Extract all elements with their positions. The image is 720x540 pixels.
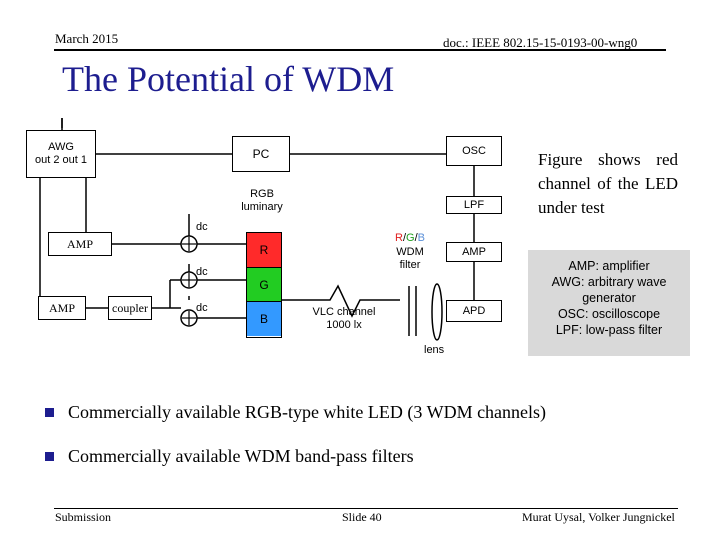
- filter-r: R: [395, 232, 403, 244]
- figure-caption: Figure shows red channel of the LED unde…: [538, 150, 678, 217]
- led-green: G: [247, 268, 281, 302]
- legend-box: AMP: amplifier AWG: arbitrary wave gener…: [528, 250, 690, 356]
- led-red: R: [247, 233, 281, 268]
- filter-slash-1: /: [402, 232, 407, 244]
- rgb-luminary-label: RGB luminary: [241, 188, 283, 213]
- header-rule: [54, 49, 666, 51]
- lens-shape: [431, 283, 443, 341]
- wdm-filter-color-label: R/G/B: [386, 232, 434, 245]
- bullet-item-1: Commercially available RGB-type white LE…: [45, 402, 546, 423]
- footer-submission: Submission: [55, 510, 112, 524]
- osc-box: OSC: [446, 136, 502, 166]
- apd-box: APD: [446, 300, 502, 322]
- page-title: The Potential of WDM: [62, 59, 395, 99]
- wdm-filter-label: WDM filter: [396, 246, 424, 271]
- led-blue-label: B: [259, 312, 268, 326]
- footer-slide-number: Slide 40: [342, 510, 382, 524]
- filter-g: G: [406, 232, 415, 244]
- footer-authors: Murat Uysal, Volker Jungnickel: [522, 510, 675, 524]
- led-red-label: R: [259, 243, 269, 257]
- amp-box-right: AMP: [446, 242, 502, 262]
- filter-b: B: [417, 232, 425, 244]
- dc-label-3: dc: [196, 302, 208, 314]
- rgb-led-stack: R G B: [246, 232, 282, 338]
- coupler-box: coupler: [108, 296, 152, 320]
- dc-label-1: dc: [196, 221, 208, 233]
- legend-line-awg: AWG: arbitrary wave: [551, 275, 667, 289]
- legend-line-lpf: LPF: low-pass filter: [555, 323, 663, 337]
- amp-box-lower-left: AMP: [38, 296, 86, 320]
- bullet-text-1: Commercially available RGB-type white LE…: [68, 402, 547, 422]
- header-doc-id: doc.: IEEE 802.15-15-0193-00-wng0: [443, 35, 638, 50]
- lens-label: lens: [424, 344, 445, 356]
- footer-rule: [54, 508, 678, 509]
- led-green-label: G: [259, 277, 269, 292]
- vlc-channel-label: VLC channel 1000 lx: [312, 306, 376, 331]
- led-blue: B: [247, 302, 281, 336]
- pc-box: PC: [232, 136, 290, 172]
- amp-box-upper-left: AMP: [48, 232, 112, 256]
- legend-line-awg-cont: generator: [582, 291, 636, 305]
- bullet-square-icon: [45, 452, 54, 461]
- bullet-item-2: Commercially available WDM band-pass fil…: [45, 446, 414, 467]
- lpf-box: LPF: [446, 196, 502, 214]
- header-date: March 2015: [55, 31, 119, 46]
- bullet-square-icon: [45, 408, 54, 417]
- bullet-text-2: Commercially available WDM band-pass fil…: [68, 446, 414, 466]
- legend-line-amp: AMP: amplifier: [568, 259, 650, 273]
- dc-label-2: dc: [196, 266, 208, 278]
- awg-box: AWG out 2 out 1: [26, 130, 96, 178]
- legend-line-osc: OSC: oscilloscope: [557, 307, 661, 321]
- filter-slash-2: /: [414, 232, 418, 244]
